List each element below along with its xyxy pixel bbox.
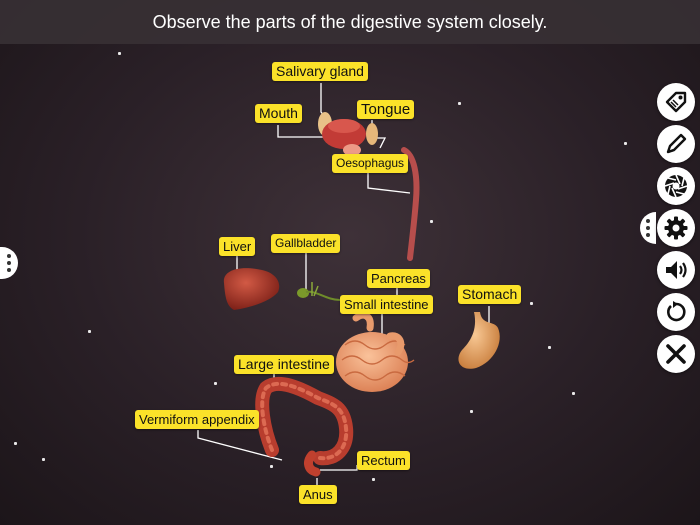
background-star	[214, 382, 217, 385]
label-tongue: Tongue	[357, 100, 415, 119]
instruction-banner: Observe the parts of the digestive syste…	[0, 0, 700, 44]
small-intestine-organ	[336, 311, 415, 392]
aperture-icon-button[interactable]	[657, 167, 695, 205]
instruction-text: Observe the parts of the digestive syste…	[152, 11, 548, 32]
label-mouth: Mouth	[255, 104, 302, 123]
gallbladder-organ	[297, 282, 341, 301]
edit-icon-button[interactable]	[657, 125, 695, 163]
label-small-intestine: Small intestine	[340, 295, 433, 314]
background-star	[572, 392, 575, 395]
sound-button[interactable]	[657, 251, 695, 289]
tag-icon-button[interactable]	[657, 83, 695, 121]
rotate-icon	[667, 301, 686, 322]
label-pancreas: Pancreas	[367, 269, 430, 288]
label-anus: Anus	[299, 485, 337, 504]
label-gallbladder: Gallbladder	[271, 234, 341, 253]
left-drawer-handle[interactable]	[0, 247, 18, 279]
background-star	[14, 442, 17, 445]
background-star	[88, 330, 91, 333]
label-salivary-gland: Salivary gland	[272, 62, 368, 81]
label-liver: Liver	[219, 237, 256, 256]
large-intestine-organ	[255, 376, 354, 477]
tag-icon	[665, 91, 687, 113]
background-star	[430, 220, 433, 223]
background-star	[624, 142, 627, 145]
background-star	[458, 102, 461, 105]
label-stomach: Stomach	[458, 285, 522, 304]
more-dots-icon	[646, 219, 650, 237]
reset-button[interactable]	[657, 293, 695, 331]
pencil-icon	[666, 133, 687, 154]
aperture-icon	[664, 174, 688, 198]
settings-button[interactable]	[657, 209, 695, 247]
close-icon	[666, 344, 686, 364]
background-star	[270, 465, 273, 468]
stomach-organ	[458, 312, 500, 369]
more-dots-icon	[7, 254, 11, 272]
liver-organ	[223, 268, 280, 310]
label-oesophagus: Oesophagus	[332, 154, 409, 173]
speaker-icon	[666, 261, 687, 279]
mouth-organ	[318, 112, 378, 156]
right-drawer-handle[interactable]	[640, 212, 656, 244]
oesophagus-organ	[401, 147, 420, 261]
label-vermiform-appendix: Vermiform appendix	[135, 410, 259, 429]
background-star	[530, 302, 533, 305]
label-large-intestine: Large intestine	[234, 355, 334, 374]
close-button[interactable]	[657, 335, 695, 373]
background-star	[548, 346, 551, 349]
background-star	[118, 52, 121, 55]
background-star	[470, 410, 473, 413]
label-rectum: Rectum	[357, 451, 410, 470]
background-star	[42, 458, 45, 461]
background-star	[372, 478, 375, 481]
gear-icon	[664, 216, 688, 240]
